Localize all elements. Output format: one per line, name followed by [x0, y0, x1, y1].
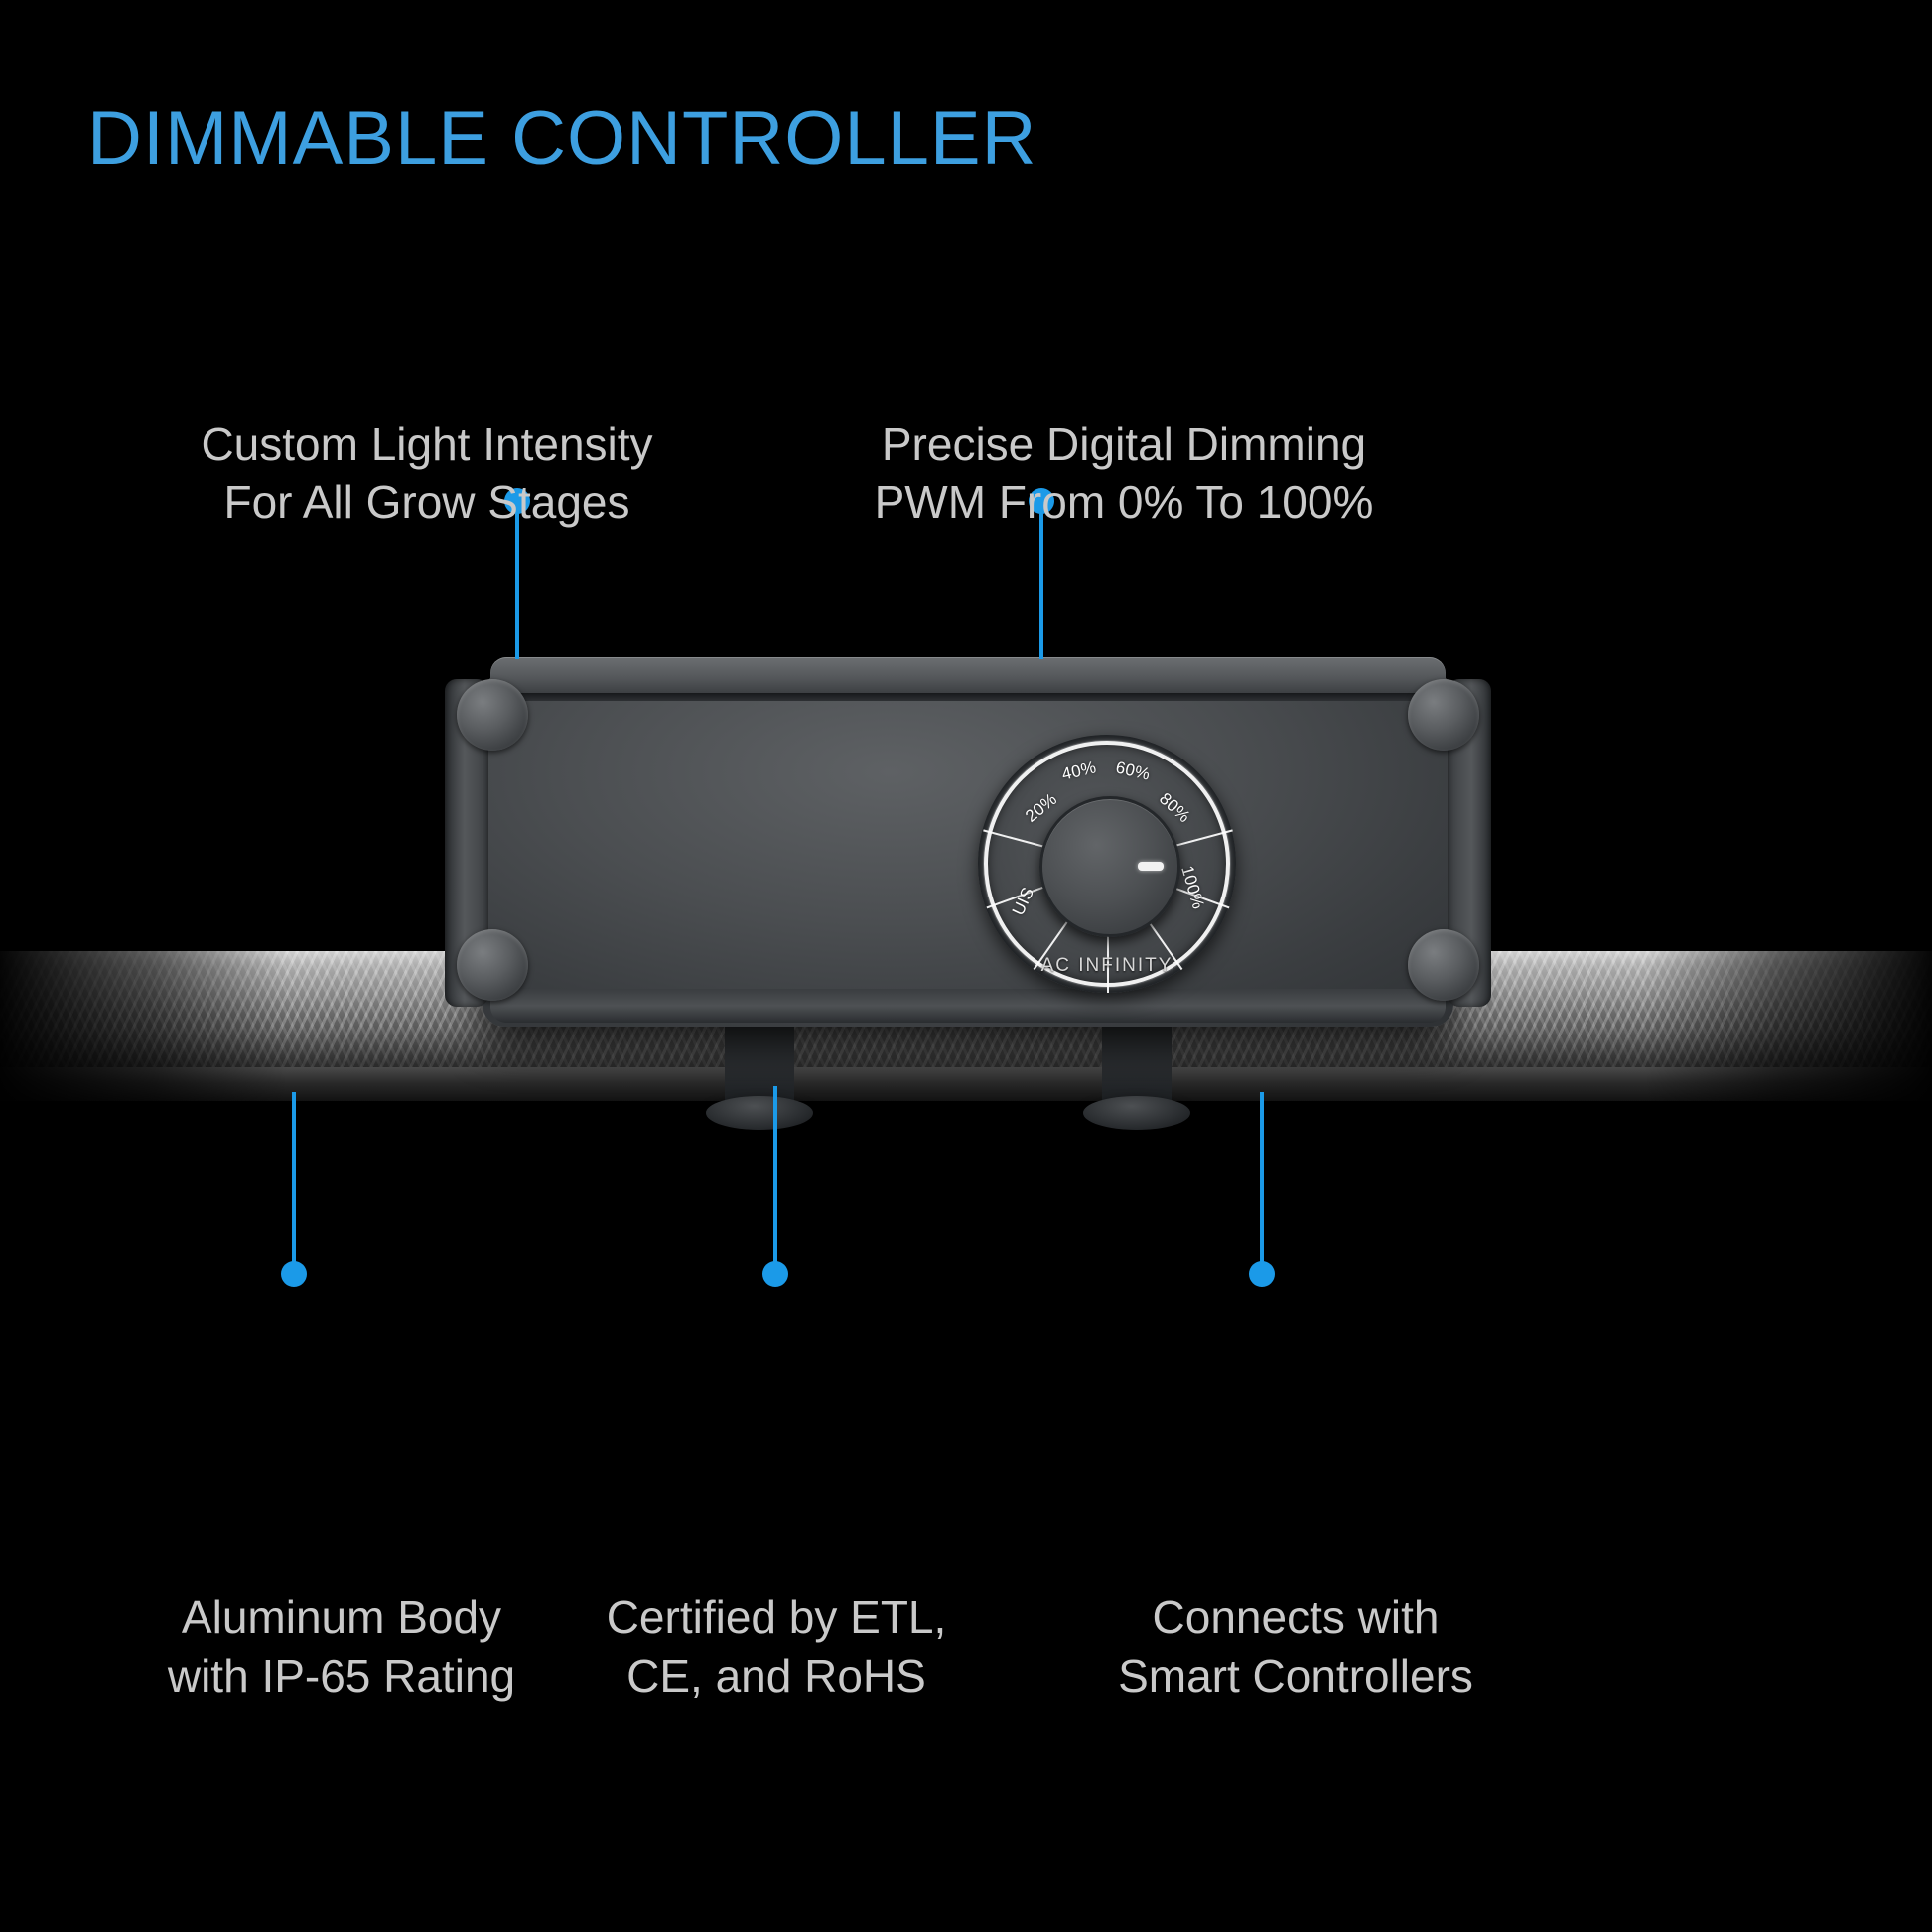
callout-precise-digital-dimming: Precise Digital Dimming PWM From 0% To 1…: [856, 415, 1392, 532]
mount-foot-left: [706, 1096, 813, 1130]
callout-smart-controllers: Connects with Smart Controllers: [1067, 1588, 1524, 1706]
callout-certifications: Certified by ETL, CE, and RoHS: [588, 1588, 965, 1706]
callout-line-aluminum-body: [292, 1092, 296, 1263]
mount-foot-right: [1083, 1096, 1190, 1130]
product-scene: UIS 20% 40% 60% 80% 100%: [0, 616, 1932, 1172]
knob-indicator-mark: [1138, 862, 1164, 871]
callout-line-certifications: [773, 1086, 777, 1263]
panel-fade-left: [0, 943, 288, 1112]
callout-line-1: Aluminum Body: [181, 1591, 502, 1643]
callout-line-2: For All Grow Stages: [223, 476, 630, 528]
callout-line-1: Precise Digital Dimming: [881, 418, 1367, 470]
mount-post-left: [725, 1013, 794, 1108]
page-title: DIMMABLE CONTROLLER: [87, 96, 1037, 181]
callout-line-precise-digital-dimming: [1039, 512, 1043, 659]
callout-line-1: Connects with: [1152, 1591, 1440, 1643]
controller-top-lip: [490, 657, 1446, 695]
dimmer-dial[interactable]: UIS 20% 40% 60% 80% 100%: [978, 735, 1236, 993]
callout-line-2: with IP-65 Rating: [167, 1649, 516, 1702]
callout-dot-aluminum-body: [281, 1261, 307, 1287]
screw-top-left: [457, 679, 528, 751]
callout-custom-light-intensity: Custom Light Intensity For All Grow Stag…: [179, 415, 675, 532]
controller-body: [483, 673, 1453, 1027]
screw-top-right: [1408, 679, 1479, 751]
dial-knob[interactable]: [1039, 796, 1180, 937]
brand-label: AC INFINITY: [1040, 955, 1173, 976]
screw-bottom-right: [1408, 929, 1479, 1001]
callout-dot-precise-digital-dimming: [1029, 488, 1054, 514]
callout-line-1: Certified by ETL,: [606, 1591, 947, 1643]
callout-dot-certifications: [762, 1261, 788, 1287]
callout-line-1: Custom Light Intensity: [201, 418, 653, 470]
callout-line-custom-light-intensity: [515, 512, 519, 659]
callout-line-2: CE, and RoHS: [626, 1649, 926, 1702]
callout-aluminum-body: Aluminum Body with IP-65 Rating: [99, 1588, 584, 1706]
controller-bottom-lip: [490, 989, 1446, 1023]
panel-fade-right: [1644, 943, 1932, 1112]
dimmable-controller-device: UIS 20% 40% 60% 80% 100%: [427, 635, 1509, 1052]
screw-bottom-left: [457, 929, 528, 1001]
callout-line-smart-controllers: [1260, 1092, 1264, 1263]
controller-top-seam: [504, 693, 1432, 701]
callout-dot-custom-light-intensity: [504, 488, 530, 514]
callout-dot-smart-controllers: [1249, 1261, 1275, 1287]
callout-line-2: Smart Controllers: [1118, 1649, 1473, 1702]
callout-line-2: PWM From 0% To 100%: [874, 476, 1374, 528]
panel-edge: [0, 1067, 1932, 1101]
mount-post-right: [1102, 1013, 1172, 1108]
